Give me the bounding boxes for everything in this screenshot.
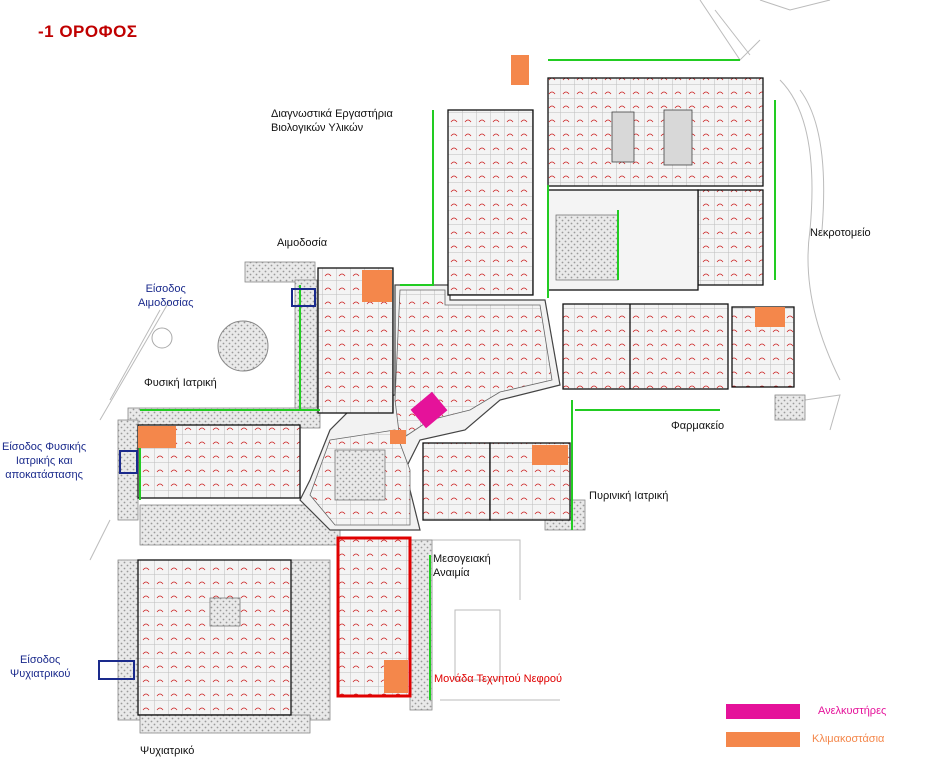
- legend-stairs-label: Κλιμακοστάσια: [812, 733, 885, 745]
- building-diag-labs: [447, 109, 534, 296]
- corridors: [117, 261, 806, 734]
- stairs-icon: [511, 55, 529, 85]
- label-monada: Μονάδα Τεχνητού Νεφρού: [434, 673, 563, 685]
- site-lines: [89, 0, 841, 701]
- entrances: [98, 288, 316, 680]
- stairs-icon: [532, 445, 568, 465]
- courtyard-central: [334, 449, 386, 501]
- round-garden: [217, 320, 269, 372]
- green-paths: [139, 59, 776, 700]
- label-line: Μεσογειακή: [433, 553, 491, 565]
- label-farmakeio: Φαρμακείο: [671, 420, 725, 432]
- building-pyriniki-a: [422, 442, 491, 521]
- label-line: Ψυχιατρικού: [10, 668, 71, 680]
- courtyard-psy: [209, 597, 241, 627]
- label-nekrotomeio: Νεκροτομείο: [810, 227, 871, 239]
- legend-elevator-swatch: [726, 704, 800, 719]
- stairs-icon: [362, 270, 392, 302]
- building-nekrotomeio: [697, 189, 764, 286]
- stairs-markers: [138, 55, 785, 693]
- label-line: Είσοδος: [145, 283, 186, 295]
- label-mesogeiaki: Μεσογειακή Αναιμία: [433, 552, 491, 580]
- building-farmakeio: [562, 303, 729, 390]
- label-line: Ιατρικής και: [15, 455, 73, 467]
- label-eisodos-aimodosias: Είσοδος Αιμοδοσίας: [138, 282, 193, 310]
- entrance-aimodosias-marker: [291, 288, 316, 307]
- elevator-marker: [410, 391, 448, 429]
- stairs-icon: [138, 426, 176, 448]
- building-top-right: [547, 77, 764, 187]
- stairs-icon: [755, 307, 785, 327]
- label-line: αποκατάστασης: [5, 469, 83, 481]
- entrance-psyxiatrikou-marker: [98, 660, 135, 680]
- stairs-icon: [390, 430, 406, 444]
- label-line: Είσοδος: [20, 654, 61, 666]
- label-line: Διαγνωστικά Εργαστήρια: [271, 108, 393, 120]
- legend-stairs-swatch: [726, 732, 800, 747]
- label-line: Αναιμία: [433, 567, 470, 579]
- entrance-fysikis-marker: [119, 450, 138, 474]
- label-line: Είσοδος Φυσικής: [2, 441, 87, 453]
- label-pyriniki: Πυρινική Ιατρική: [589, 490, 669, 502]
- stairs-icon: [384, 660, 408, 693]
- label-fysiki-iatriki: Φυσική Ιατρική: [144, 377, 217, 389]
- label-line: Βιολογικών Υλικών: [271, 122, 364, 134]
- label-line: Αιμοδοσίας: [138, 297, 194, 309]
- buildings: [137, 77, 795, 716]
- label-eisodos-psyxiatrikou: Είσοδος Ψυχιατρικού: [10, 653, 70, 681]
- label-psyxiatriko: Ψυχιατρικό: [140, 745, 195, 757]
- legend-elevator-label: Ανελκυστήρες: [818, 705, 887, 717]
- label-diag-labs: Διαγνωστικά Εργαστήρια Βιολογικών Υλικών: [271, 107, 393, 135]
- building-psyxiatriko: [137, 559, 292, 716]
- floor-title: -1 ΟΡΟΦΟΣ: [38, 22, 138, 41]
- courtyard-east: [555, 214, 619, 281]
- label-eisodos-fysikis: Είσοδος Φυσικής Ιατρικής και αποκατάστασ…: [2, 440, 86, 482]
- label-aimodosia: Αιμοδοσία: [277, 237, 328, 249]
